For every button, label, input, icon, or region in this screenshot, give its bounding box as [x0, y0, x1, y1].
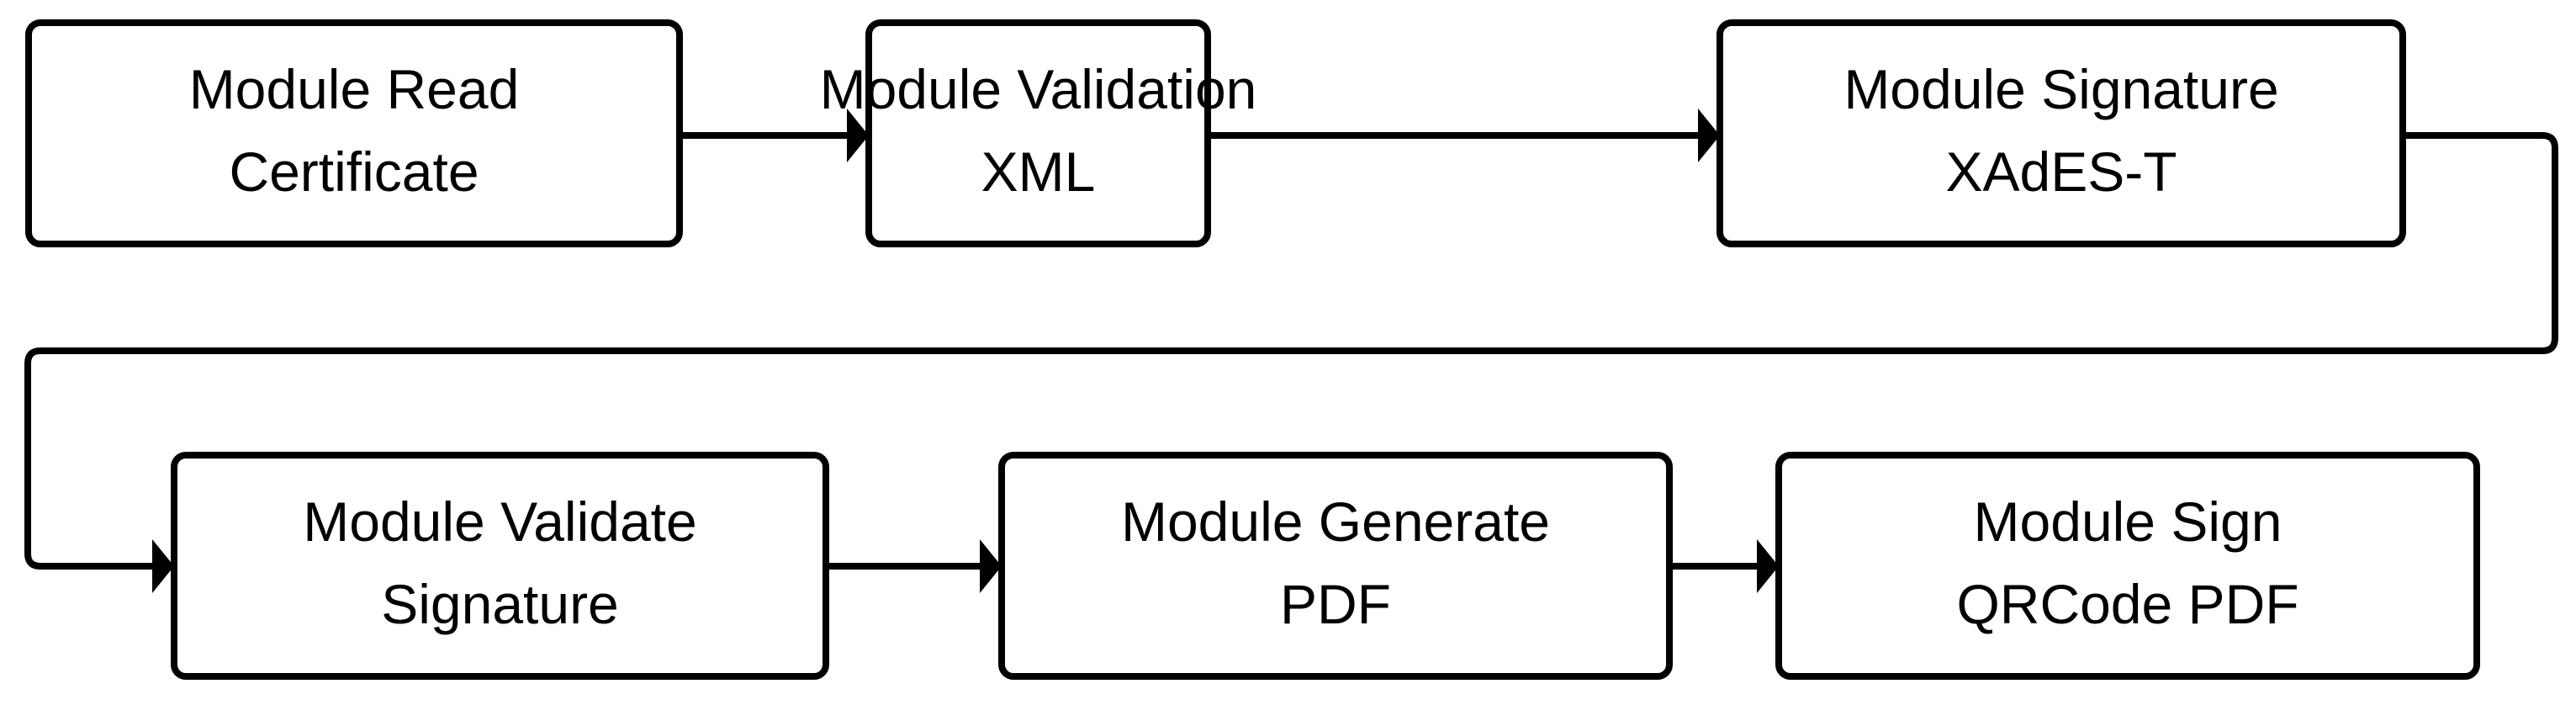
- node-box[interactable]: [865, 19, 1211, 247]
- node-label-line2: Signature: [381, 573, 619, 635]
- node-label-line2: Certificate: [229, 140, 479, 203]
- arrowhead-icon: [1757, 539, 1779, 593]
- node-label-line1: Module Validate: [303, 490, 696, 553]
- flow-edge: [680, 109, 869, 162]
- node-label-line2: PDF: [1280, 573, 1391, 635]
- arrowhead-icon: [980, 539, 1002, 593]
- node-label-line1: Module Sign: [1974, 490, 2282, 553]
- node-box[interactable]: [1775, 452, 2480, 680]
- edge-line: [24, 132, 2558, 570]
- node-label-line1: Module Validation: [820, 58, 1257, 120]
- node-label-line1: Module Read: [189, 58, 520, 120]
- arrowhead-icon: [152, 539, 174, 593]
- node-label-line1: Module Signature: [1843, 58, 2278, 120]
- flow-edge: [1208, 109, 1720, 162]
- node-label-line1: Module Generate: [1121, 490, 1550, 553]
- flow-edge: [24, 132, 2558, 593]
- arrowhead-icon: [847, 109, 869, 162]
- node-box[interactable]: [998, 452, 1673, 680]
- arrowhead-icon: [1698, 109, 1720, 162]
- flow-edge: [826, 539, 1002, 593]
- edges-layer: [24, 109, 2558, 593]
- node-box[interactable]: [25, 19, 683, 247]
- node-label-line2: XAdES-T: [1945, 140, 2177, 203]
- node-label-line2: XML: [981, 140, 1096, 203]
- node-box[interactable]: [171, 452, 829, 680]
- node-label-line2: QRCode PDF: [1956, 573, 2298, 635]
- flow-edge: [1669, 539, 1779, 593]
- node-box[interactable]: [1716, 19, 2406, 247]
